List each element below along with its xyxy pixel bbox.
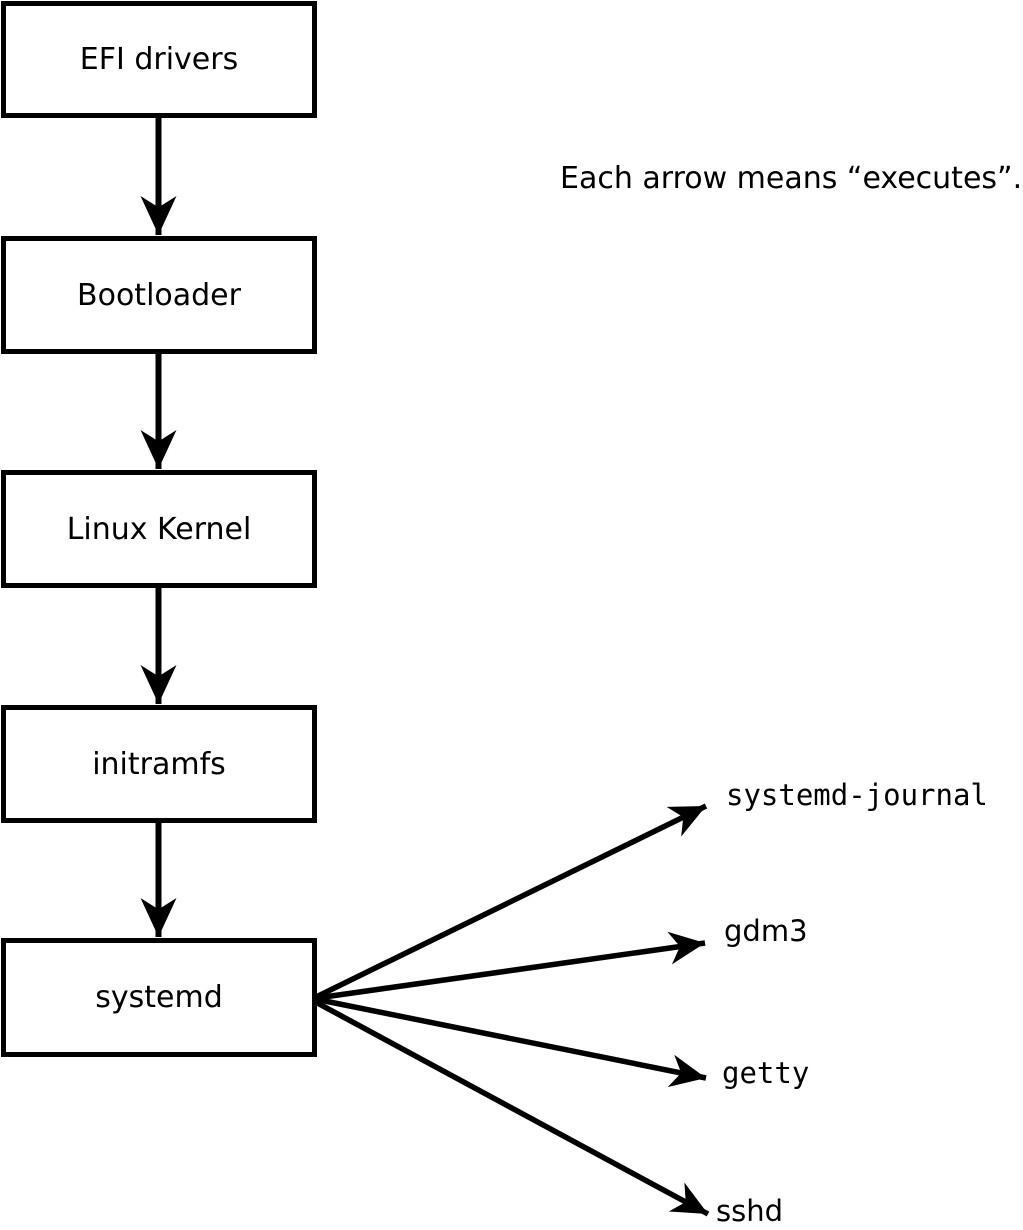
node-initramfs: initramfs <box>1 705 317 823</box>
node-efi-drivers-label: EFI drivers <box>79 42 239 77</box>
process-label-sshd: sshd <box>716 1194 784 1228</box>
node-efi-drivers: EFI drivers <box>1 1 317 118</box>
node-linux-kernel: Linux Kernel <box>1 470 317 588</box>
process-label-getty: getty <box>722 1056 810 1090</box>
arrow-systemd-to-getty <box>309 995 707 1088</box>
node-bootloader: Bootloader <box>1 236 317 354</box>
node-systemd: systemd <box>1 938 317 1057</box>
arrow-systemd-to-gdm3 <box>309 931 706 1002</box>
node-bootloader-label: Bootloader <box>77 277 241 313</box>
node-systemd-label: systemd <box>95 980 223 1015</box>
arrow-systemd-to-journal <box>308 803 708 1003</box>
node-initramfs-label: initramfs <box>92 746 226 782</box>
arrow-meaning-note: Each arrow means “executes”. <box>560 161 1023 196</box>
process-label-gdm3: gdm3 <box>724 914 808 948</box>
process-label-systemd-journal: systemd-journal <box>726 778 988 812</box>
arrow-systemd-to-sshd <box>308 996 710 1217</box>
node-linux-kernel-label: Linux Kernel <box>66 511 252 547</box>
